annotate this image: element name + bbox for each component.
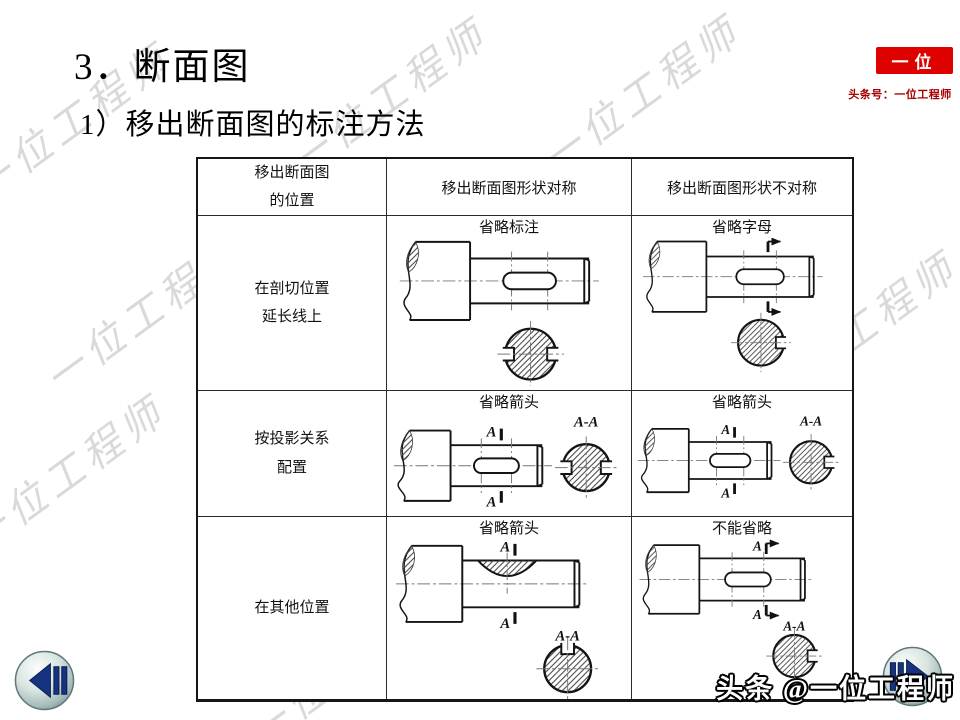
next-slide-button[interactable] [881,645,944,708]
next-icon [882,646,943,707]
svg-text:A-A: A-A [573,415,599,431]
cell-row2-symmetric: 省略箭头 A A A-A [387,391,632,517]
cell-row1-symmetric: 省略标注 [387,216,632,391]
row2-position-line1: 按投影关系 [254,431,330,447]
header-cell-symmetric: 移出断面图形状对称 [387,159,632,216]
figure-caption-row1-asym: 省略字母 [711,220,772,236]
cell-row3-position: 在其他位置 [198,517,387,699]
header-position-line1: 移出断面图 [254,164,330,181]
figure-caption-row3-sym: 省略箭头 [478,521,539,537]
svg-text:A: A [486,495,497,511]
row2-position-line2: 配置 [276,459,307,476]
watermark-text: 一位工程师 [0,387,176,563]
figure-caption-row2-asym: 省略箭头 [711,395,772,411]
cell-row3-asymmetric: 不能省略 A A A-A [632,517,852,699]
cell-row2-position: 按投影关系 配置 [198,391,387,517]
figure-caption-row3-asym: 不能省略 [711,521,772,537]
figure-row2-symmetric-drawing: A A A-A [393,415,618,511]
figure-caption-row1-sym: 省略标注 [478,220,539,236]
svg-text:A: A [499,616,510,632]
footer-watermark-handle: 头条 @一位工程师 [716,674,955,704]
brand-logo-badge: 一位 [876,47,953,74]
cell-row1-position: 在剖切位置 延长线上 [198,216,387,391]
cell-row3-symmetric: 省略箭头 A A A-A [387,517,632,699]
svg-text:A: A [721,422,731,437]
figure-caption-row2-sym: 省略箭头 [478,395,539,411]
slide-title: 3．断面图 [74,47,251,88]
figure-row3-asymmetric-drawing: A A A-A [639,539,823,684]
prev-icon [14,650,75,711]
svg-text:A-A: A-A [800,413,823,428]
svg-text:A: A [752,607,762,622]
svg-text:A: A [499,540,510,556]
row1-position-line2: 延长线上 [261,309,322,325]
header-cell-asymmetric: 移出断面图形状不对称 [632,159,852,216]
figure-row1-asymmetric-drawing [643,238,823,372]
header-symmetric-label: 移出断面图形状对称 [441,180,577,197]
header-cell-position: 移出断面图 的位置 [198,159,387,216]
svg-text:A: A [486,424,497,440]
figure-row1-symmetric-drawing [399,240,599,387]
figure-row3-symmetric-drawing: A A A-A [395,540,599,699]
row1-position-line1: 在剖切位置 [254,280,330,297]
row3-position-line1: 在其他位置 [254,599,330,616]
slide-subtitle: 1）移出断面图的标注方法 [80,109,426,141]
cell-row1-asymmetric: 省略字母 [632,216,852,391]
svg-text:A: A [752,539,762,553]
header-asymmetric-label: 移出断面图形状不对称 [666,180,817,197]
annotation-methods-table: 移出断面图 的位置 移出断面图形状对称 移出断面图形状不对称 在剖切位置 延长线… [196,157,854,702]
svg-text:A-A: A-A [554,628,580,644]
svg-text:A: A [721,485,731,500]
header-position-line2: 的位置 [269,193,315,209]
figure-row2-asymmetric-drawing: A A A-A [638,413,840,500]
cell-row2-asymmetric: 省略箭头 A A A-A [632,391,852,517]
prev-slide-button[interactable] [13,649,76,712]
brand-logo-caption: 头条号：一位工程师 [848,89,952,101]
svg-text:A-A: A-A [783,619,806,634]
